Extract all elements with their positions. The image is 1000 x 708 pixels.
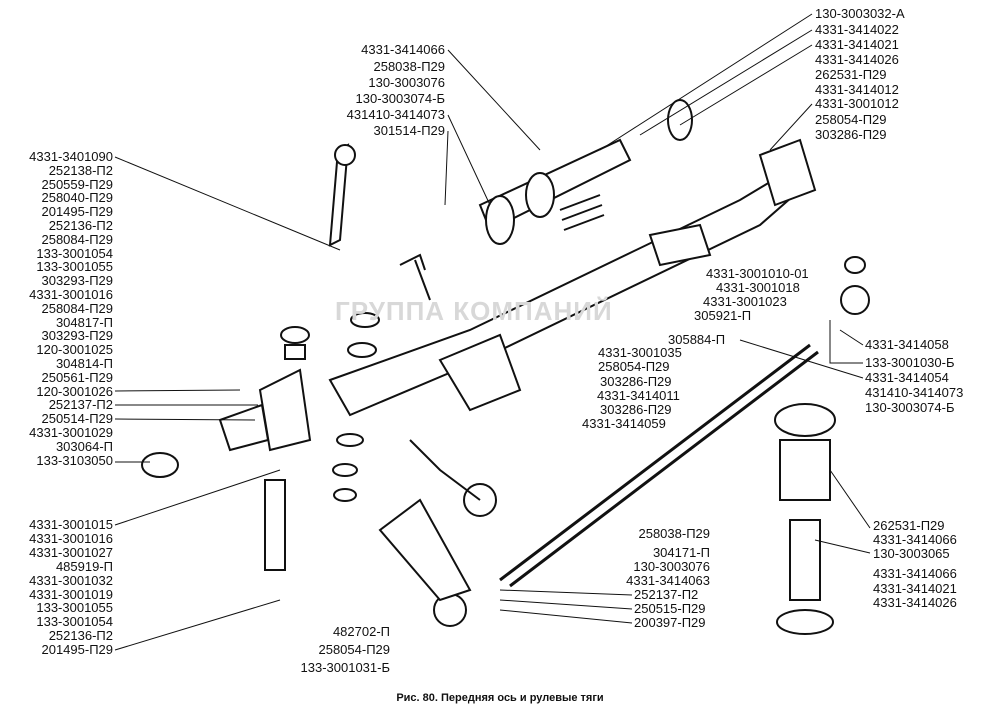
part-label: 130-3003076 [633, 559, 710, 574]
part-label: 250514-П29 [41, 411, 113, 427]
part-label: 485919-П [55, 558, 113, 574]
part-label: 305921-П [694, 308, 752, 323]
part-label: 133-3001055 [36, 259, 113, 275]
part-label: 4331-3001029 [29, 425, 113, 440]
part-label: 4331-3414011 [597, 388, 680, 403]
part-label: 4331-3414022 [815, 22, 899, 37]
part-label: 250561-П29 [41, 369, 113, 385]
part-label: 303286-П29 [600, 374, 672, 389]
part-label: 133-3001031-Б [300, 660, 391, 675]
part-label: 130-3003076 [368, 75, 445, 90]
part-label: 4331-3414026 [873, 595, 957, 610]
part-label: 4331-3414059 [582, 416, 666, 431]
part-label: 200397-П29 [634, 615, 706, 630]
part-label: 258084-П29 [41, 300, 113, 316]
part-label: 303286-П29 [600, 402, 672, 417]
axle-beam-flange [438, 333, 522, 412]
part-label: 252137-П2 [634, 587, 699, 602]
ball-stud-housing [779, 439, 831, 501]
part-label: 303293-П29 [41, 328, 113, 344]
part-label: 431410-3414073 [346, 107, 445, 122]
spring [559, 194, 605, 231]
part-label: 4331-3001032 [29, 572, 113, 588]
part-label: 4331-3414026 [815, 52, 899, 67]
part-label: 4331-3414021 [815, 37, 899, 52]
part-label: 304171-П [652, 545, 710, 560]
spindle-left [218, 403, 270, 452]
part-label: 4331-3001016 [29, 287, 113, 302]
part-label: 201495-П29 [41, 204, 113, 220]
part-label: 252138-П2 [48, 162, 113, 178]
part-label: 4331-3001012 [815, 96, 899, 111]
part-label: 258040-П29 [41, 190, 113, 206]
part-label: 250515-П29 [634, 601, 706, 616]
part-label: 301514-П29 [373, 123, 445, 138]
part-label: 4331-3414012 [815, 82, 899, 97]
part-label: 4331-3414066 [873, 566, 957, 581]
watermark: ГРУППА КОМПАНИЙ [335, 296, 613, 326]
part-label: 431410-3414073 [865, 385, 964, 400]
part-label: 4331-3414021 [873, 581, 957, 596]
part-label: 262531-П29 [873, 518, 945, 533]
part-label: 258038-П29 [373, 59, 445, 74]
part-label: 4331-3401090 [29, 149, 113, 164]
part-label: 130-3003065 [873, 546, 950, 561]
part-label: 482702-П [332, 624, 390, 639]
part-label: 4331-3001018 [716, 280, 800, 295]
part-label: 303064-П [55, 438, 113, 454]
part-label: 4331-3001035 [598, 345, 682, 360]
part-label: 258054-П29 [598, 359, 670, 374]
tie-rod [499, 343, 819, 588]
part-label: 4331-3414058 [865, 337, 949, 352]
tie-rod-end-right [840, 285, 870, 315]
part-label: 250559-П29 [41, 176, 113, 192]
part-label: 252136-П2 [48, 218, 113, 233]
part-label: 130-3003074-Б [355, 91, 446, 106]
part-label: 252136-П2 [48, 628, 113, 644]
part-label: 262531-П29 [815, 67, 887, 82]
part-label: 4331-3001019 [29, 586, 113, 602]
part-label: 4331-3414066 [873, 532, 957, 547]
part-label: 4331-3001023 [703, 294, 787, 309]
part-label: 305884-П [668, 332, 726, 347]
part-label: 130-3003074-Б [865, 400, 955, 415]
part-label: 4331-3414054 [865, 370, 949, 385]
part-label: 4331-3414066 [361, 42, 445, 57]
bushing [141, 452, 179, 478]
part-label: 120-3001026 [36, 383, 113, 399]
part-label: 4331-3414063 [626, 573, 710, 588]
part-label: 252137-П2 [48, 397, 113, 413]
drag-link [399, 253, 431, 301]
part-label: 130-3003032-А [815, 6, 905, 21]
part-label: 304817-П [55, 314, 113, 330]
part-label: 303286-П29 [815, 127, 887, 142]
part-label: 303293-П29 [41, 273, 113, 289]
part-label: 4331-3001015 [29, 517, 113, 532]
part-label: 201495-П29 [41, 642, 113, 658]
part-label: 133-3001054 [36, 614, 113, 630]
king-pin [264, 479, 286, 571]
part-label: 4331-3001016 [29, 530, 113, 546]
steering-knuckle-right [758, 138, 817, 207]
part-label: 133-3001054 [36, 245, 113, 261]
figure-caption: Рис. 80. Передняя ось и рулевые тяги [396, 692, 604, 704]
end-plug [776, 609, 834, 635]
part-label: 258054-П29 [815, 112, 887, 127]
part-label: 4331-3001027 [29, 544, 113, 560]
ball-stud [789, 519, 821, 601]
part-label: 133-3103050 [36, 452, 113, 468]
part-label: 120-3001025 [36, 342, 113, 358]
axle-pad [648, 223, 712, 267]
part-label: 258054-П29 [318, 642, 390, 657]
boot [774, 403, 836, 437]
part-label: 258038-П29 [638, 526, 710, 541]
part-label: 4331-3001010-01 [706, 266, 809, 281]
part-label: 304814-П [55, 356, 113, 371]
part-label: 133-3001055 [36, 600, 113, 616]
part-label: 133-3001030-Б [865, 355, 955, 370]
part-label: 258084-П29 [41, 231, 113, 247]
steering-arm-left [378, 498, 472, 602]
